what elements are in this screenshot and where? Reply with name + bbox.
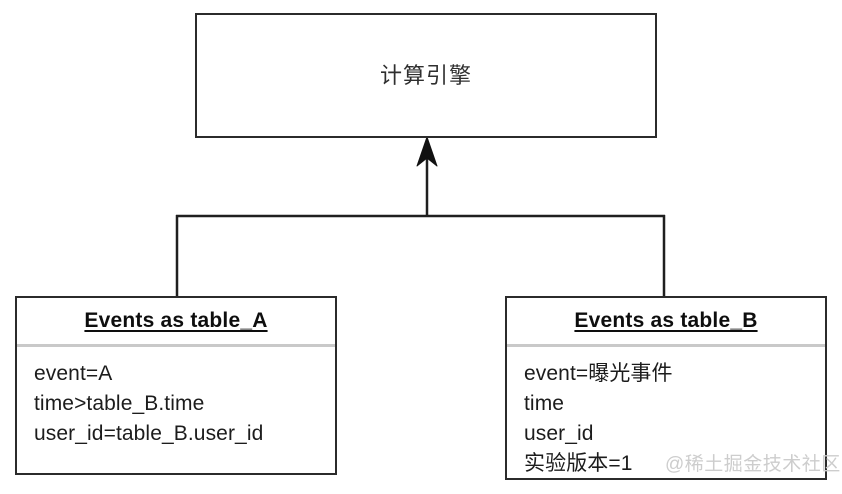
table-b-header: Events as table_B	[507, 298, 825, 347]
engine-label: 计算引擎	[379, 62, 472, 88]
table-a-header-text: Events as table_A	[84, 309, 268, 332]
table-a-field-0: event=A	[34, 362, 113, 385]
engine-node: 计算引擎	[195, 13, 657, 138]
table-b-header-text: Events as table_B	[574, 309, 758, 332]
table-b-body: event=曝光事件 time user_id 实验版本=1	[507, 347, 825, 479]
table-b-field-3: 实验版本=1	[524, 452, 633, 475]
table-a-body: event=A time>table_B.time user_id=table_…	[17, 347, 335, 473]
table-node-table-a: Events as table_A event=A time>table_B.t…	[15, 296, 337, 475]
watermark: @稀土掘金技术社区	[665, 454, 841, 475]
table-b-field-0: event=曝光事件	[524, 362, 673, 385]
table-a-field-1: time>table_B.time	[34, 392, 205, 415]
table-b-field-2: user_id	[524, 422, 594, 445]
table-a-field-2: user_id=table_B.user_id	[34, 422, 264, 445]
arrow-up-icon	[416, 136, 438, 167]
table-node-table-b: Events as table_B event=曝光事件 time user_i…	[505, 296, 827, 480]
table-a-header: Events as table_A	[17, 298, 335, 347]
table-b-field-1: time	[524, 392, 565, 415]
